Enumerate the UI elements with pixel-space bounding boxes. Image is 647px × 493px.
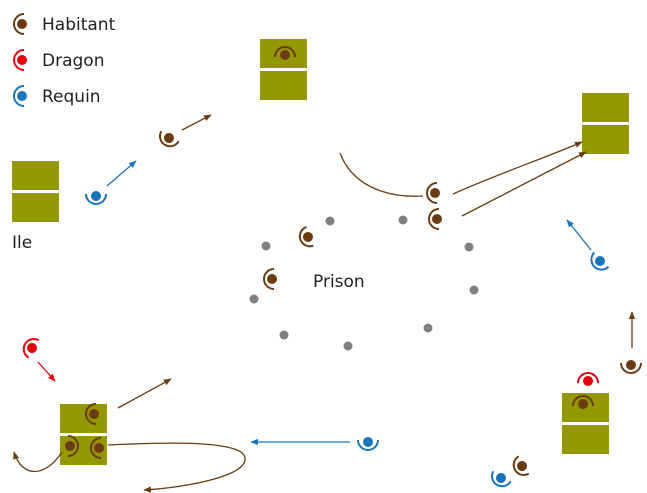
- prison-dot-icon: [469, 285, 479, 295]
- habitant-pawn: [296, 224, 318, 251]
- legend-item-dragon: Dragon: [13, 49, 104, 71]
- legend-item-habitant: Habitant: [13, 13, 116, 35]
- requin-move-arrow: [566, 219, 592, 251]
- habitant-pawn: [620, 359, 642, 374]
- habitant-pawn: [263, 268, 278, 290]
- habitant-pawn: [155, 127, 182, 151]
- habitant-move-arrow: [117, 378, 172, 409]
- requin-pawn: [586, 249, 612, 275]
- prison-dot-icon: [398, 215, 408, 225]
- dragon-icon: [13, 49, 28, 71]
- dragon-pawn: [19, 334, 43, 361]
- prison-dot-icon: [261, 241, 271, 251]
- habitant-icon: [13, 13, 28, 35]
- habitant-pawn: [426, 182, 441, 204]
- prison-dot-icon: [249, 294, 259, 304]
- legend-item-requin: Requin: [13, 85, 101, 107]
- habitant-pawn: [428, 208, 443, 230]
- island-left: [12, 161, 59, 222]
- requin-icon: [13, 85, 28, 107]
- habitant-move-arrow: [461, 151, 587, 217]
- prison-dot-icon: [464, 242, 474, 252]
- habitant-pawn: [509, 453, 533, 480]
- prison-label: Prison: [313, 272, 365, 292]
- habitant-move-arrow: [181, 114, 212, 131]
- island-top-center: [260, 39, 307, 100]
- habitant-move-arrow: [13, 451, 63, 473]
- legend: Habitant Dragon Requin: [13, 13, 116, 107]
- requin-move-arrow: [106, 160, 137, 187]
- dragon-move-arrow: [37, 361, 56, 382]
- ile-label: Ile: [12, 233, 32, 253]
- prison-dot-icon: [343, 341, 353, 351]
- habitant-move-arrow: [107, 442, 246, 493]
- legend-habitant-label: Habitant: [42, 15, 116, 35]
- requin-pawn: [487, 467, 514, 491]
- prison-dot-icon: [279, 330, 289, 340]
- prison: Prison: [249, 215, 479, 351]
- legend-dragon-label: Dragon: [42, 51, 104, 71]
- island-bottom-left: [60, 404, 107, 465]
- habitant-move-arrow: [452, 141, 583, 195]
- dragon-pawn: [577, 372, 599, 387]
- requin-pawn: [85, 190, 107, 205]
- prison-dot-icon: [423, 323, 433, 333]
- habitant-move-path: [339, 152, 424, 197]
- requin-pawn: [357, 436, 379, 451]
- island-right: [582, 93, 629, 154]
- legend-requin-label: Requin: [42, 87, 101, 107]
- movement-arrows: [13, 114, 636, 493]
- prison-dot-icon: [325, 216, 335, 226]
